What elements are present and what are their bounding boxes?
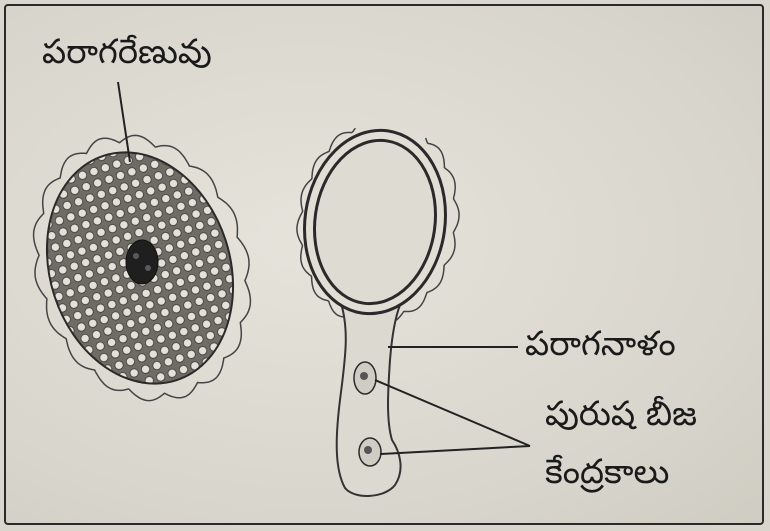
pollen-grain-nucleus (126, 240, 158, 284)
pollen-tube-label: పరాగనాళం (525, 324, 676, 364)
pollen-grain (18, 128, 262, 408)
male-nuclei-label-line1: పురుష బీజ (545, 394, 697, 434)
male-nuclei-label-line2: కేంద్రకాలు (545, 452, 669, 492)
male-nucleus-leader-1 (375, 380, 530, 446)
male-nucleus-leader-2 (380, 446, 530, 454)
pollen-grain-leader (118, 82, 130, 162)
germinated-pollen (293, 121, 459, 496)
pollen-grain-label: పరాగరేణువు (42, 32, 212, 72)
